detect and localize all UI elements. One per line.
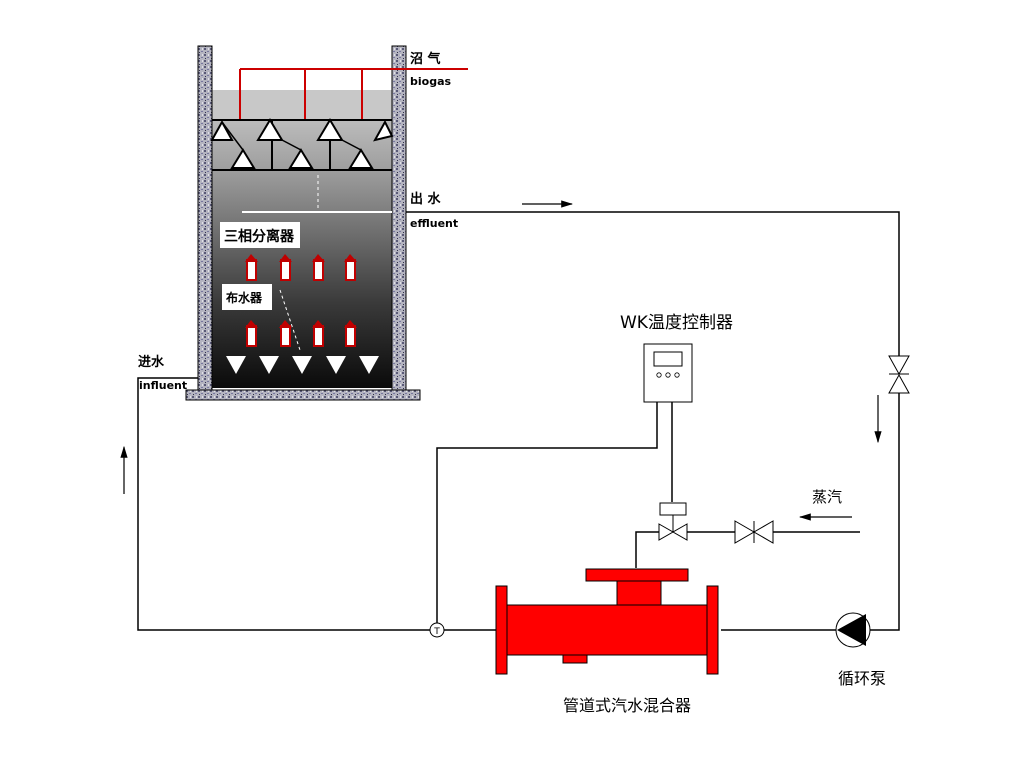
controller-display xyxy=(653,351,683,367)
distributor-label: 布水器 xyxy=(226,290,263,305)
tube xyxy=(245,254,258,281)
steam-label: 蒸汽 xyxy=(812,488,842,506)
nozzle xyxy=(359,356,379,374)
effluent-label-en: effluent xyxy=(410,217,458,230)
steam-shutoff-valve[interactable] xyxy=(734,520,774,544)
nozzle xyxy=(292,356,312,374)
biogas-collector xyxy=(239,68,468,120)
valve-actuator xyxy=(659,502,687,516)
biogas-label-cn: 沼 气 xyxy=(410,51,441,67)
water-distributor-nozzles xyxy=(226,356,379,374)
effluent-valve[interactable] xyxy=(888,355,910,394)
temperature-sensor-icon: T xyxy=(433,627,440,637)
pump-label: 循环泵 xyxy=(838,669,886,688)
nozzle xyxy=(259,356,279,374)
tube xyxy=(344,320,357,347)
influent-label-en: influent xyxy=(139,379,187,392)
influent-pipe[interactable] xyxy=(137,377,430,631)
control-valve[interactable] xyxy=(658,502,688,541)
reactor-right-wall xyxy=(391,45,407,391)
controller-button[interactable] xyxy=(674,372,680,378)
tube xyxy=(279,254,292,281)
nozzle xyxy=(326,356,346,374)
distributor-label-box: 布水器 xyxy=(222,284,272,310)
effluent-pipe[interactable] xyxy=(406,211,900,356)
mixer-body xyxy=(506,604,708,656)
tube xyxy=(279,320,292,347)
mixer-label: 管道式汽水混合器 xyxy=(563,696,691,715)
influent-label-cn: 进水 xyxy=(138,354,165,370)
tube xyxy=(245,320,258,347)
heating-tubes-upper xyxy=(245,254,357,281)
return-pipe-right[interactable] xyxy=(870,393,900,631)
controller-button[interactable] xyxy=(665,372,671,378)
steam-water-mixer[interactable] xyxy=(495,568,719,675)
separator-label-box: 三相分离器 xyxy=(220,222,300,248)
biogas-label-en: biogas xyxy=(410,75,451,88)
uasb-reactor: 三相分离器 布水器 xyxy=(185,45,468,401)
heating-tubes-lower xyxy=(245,320,357,347)
pump-icon[interactable] xyxy=(835,612,871,648)
three-phase-separator xyxy=(210,118,394,171)
temperature-sensor[interactable]: T xyxy=(429,622,445,638)
controller-label: WK温度控制器 xyxy=(620,313,733,333)
controller-button[interactable] xyxy=(656,372,662,378)
steam-pipe-to-mixer[interactable] xyxy=(635,531,659,568)
tube xyxy=(312,254,325,281)
piping xyxy=(137,211,900,631)
sensor-signal-line xyxy=(436,402,658,623)
nozzle xyxy=(226,356,246,374)
tube xyxy=(312,320,325,347)
mixer-left-flange xyxy=(495,585,508,675)
mixer-steam-flange xyxy=(585,568,689,582)
mixer-drain xyxy=(562,654,588,664)
temperature-controller-icon[interactable] xyxy=(643,343,693,403)
reactor-base xyxy=(185,389,421,401)
tube xyxy=(344,254,357,281)
mixer-right-flange xyxy=(706,585,719,675)
flow-arrows xyxy=(120,200,882,521)
mixer-steam-inlet xyxy=(616,580,662,606)
effluent-label-cn: 出 水 xyxy=(410,191,442,207)
separator-label: 三相分离器 xyxy=(224,228,295,245)
reactor-left-wall xyxy=(197,45,213,391)
